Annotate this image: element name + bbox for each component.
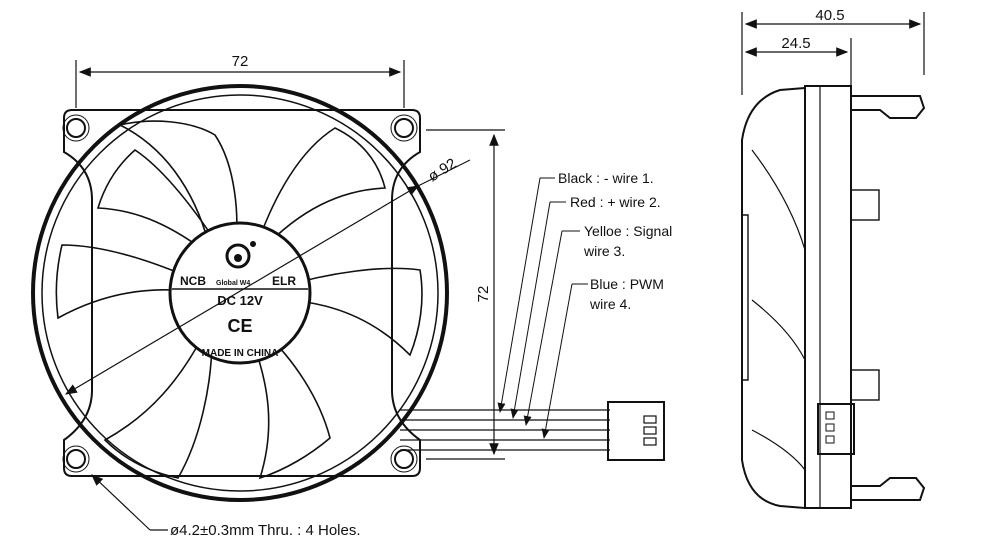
depth-frame-label: 24.5 <box>781 35 810 52</box>
side-connector <box>817 403 855 455</box>
wire-3-label-line2: wire 3. <box>583 243 625 259</box>
hole-callout <box>91 474 168 531</box>
fan-outer-ring <box>31 84 449 502</box>
hub-ce-mark: CE <box>227 316 252 336</box>
depth-total-label: 40.5 <box>815 7 844 24</box>
hub-voltage: DC 12V <box>217 293 263 308</box>
wire-4-label-line2: wire 4. <box>589 296 631 312</box>
hub-small-text: Global W4 <box>216 280 250 287</box>
side-dimensions <box>741 12 925 95</box>
width-label: 72 <box>232 53 249 70</box>
hub-model: ELR <box>272 274 296 288</box>
diameter-line <box>64 185 420 395</box>
height-dimension <box>426 129 505 460</box>
wire-3-label: Yelloe : Signal <box>584 223 672 239</box>
wire-bundle <box>400 409 610 451</box>
wire-2-label: Red : + wire 2. <box>570 194 661 210</box>
connector <box>607 401 665 461</box>
mounting-holes-label: ø4.2±0.3mm Thru. : 4 Holes. <box>170 522 361 539</box>
side-view <box>741 85 926 509</box>
front-view <box>31 84 471 502</box>
wire-leaders <box>497 177 588 439</box>
height-label: 72 <box>475 286 492 303</box>
wire-labels: Black : - wire 1. Red : + wire 2. Yelloe… <box>558 170 672 312</box>
diameter-label: ø 92 <box>425 155 459 185</box>
mount-hole-bottom-left <box>66 449 86 469</box>
side-frame <box>804 85 852 509</box>
wire-4-label: Blue : PWM <box>590 276 664 292</box>
width-dimension <box>75 60 405 108</box>
mount-hole-top-right <box>394 118 414 138</box>
mount-hole-bottom-right <box>394 449 414 469</box>
hub-label: NCB Global W4 ELR DC 12V CE MADE IN CHIN… <box>180 274 296 359</box>
mount-hole-top-left <box>66 118 86 138</box>
hub-origin: MADE IN CHINA <box>202 348 279 359</box>
wire-1-label: Black : - wire 1. <box>558 170 654 186</box>
hub-brand: NCB <box>180 274 206 288</box>
